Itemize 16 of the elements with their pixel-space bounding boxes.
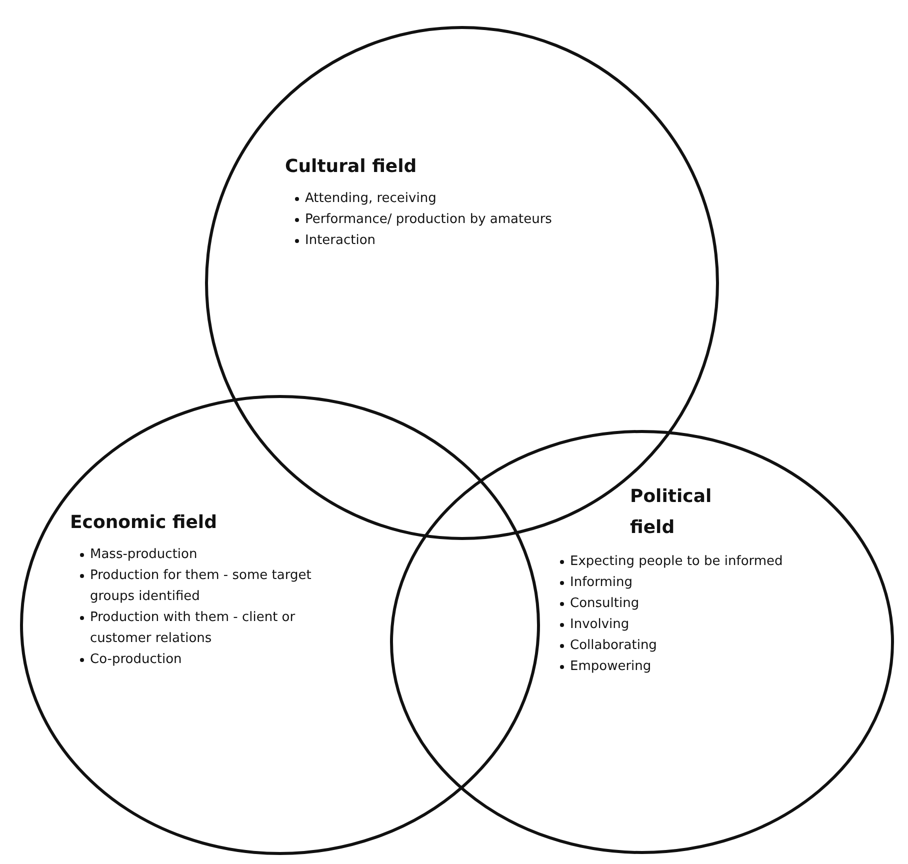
bullet-item: Interaction xyxy=(305,233,376,248)
bullet-item: Attending, receiving xyxy=(305,191,436,206)
bullet-item: Production with them - client or customer relations xyxy=(90,610,296,646)
field-heading: Economic field xyxy=(70,511,218,535)
bullet-item: Empowering xyxy=(570,659,652,674)
field-heading: Cultural field xyxy=(285,155,418,179)
bullet-item: Performance/ production by amateurs xyxy=(305,212,552,228)
bullet-item: Expecting people to be informed xyxy=(570,554,783,570)
field-heading: Political field xyxy=(630,485,713,540)
bullet-item: Involving xyxy=(570,617,630,632)
bullet-item: Production for them - some target groups identified xyxy=(90,568,312,604)
bullet-item: Informing xyxy=(570,575,632,590)
bullet-item: Mass-production xyxy=(90,547,198,562)
bullet-item: Consulting xyxy=(570,596,640,612)
bullet-item: Collaborating xyxy=(570,638,657,654)
bullet-item: Co-production xyxy=(90,652,182,668)
